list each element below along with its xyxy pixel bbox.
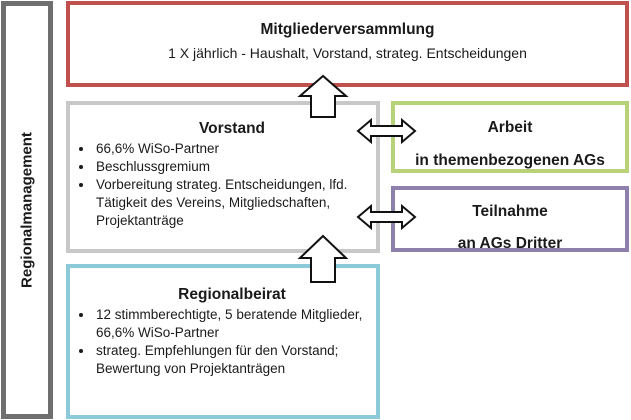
regionalmanagement-box: Regionalmanagement <box>1 1 53 419</box>
teilnahme-ags-box: Teilnahme an AGs Dritter <box>391 186 629 252</box>
vorstand-title: Vorstand <box>198 120 266 137</box>
up-arrow-beirat-to-vorstand <box>297 234 349 283</box>
vorstand-bullet-list: 66,6% WiSo-Partner Beschlussgremium Vorb… <box>70 140 376 230</box>
double-arrow-vorstand-arbeit <box>356 117 417 145</box>
vorstand-bullet: Vorbereitung strateg. Entscheidungen, lf… <box>78 176 370 230</box>
arbeit-ags-line2: in themenbezogenen AGs <box>415 152 605 169</box>
regionalbeirat-box: Regionalbeirat 12 stimmberechtigte, 5 be… <box>66 264 380 419</box>
teilnahme-ags-line2: an AGs Dritter <box>457 235 563 252</box>
arbeit-ags-line1: Arbeit <box>487 119 533 136</box>
mitgliederversammlung-subtitle: 1 X jährlich - Haushalt, Vorstand, strat… <box>168 45 527 61</box>
up-arrow-vorstand-to-mv <box>297 74 349 118</box>
mitgliederversammlung-box: Mitgliederversammlung 1 X jährlich - Hau… <box>66 1 629 87</box>
vorstand-box: Vorstand 66,6% WiSo-Partner Beschlussgre… <box>66 101 380 253</box>
regionalbeirat-bullet-list: 12 stimmberechtigte, 5 beratende Mitglie… <box>70 306 376 378</box>
vorstand-bullet: Beschlussgremium <box>78 158 370 176</box>
teilnahme-ags-line1: Teilnahme <box>472 203 548 220</box>
mitgliederversammlung-title: Mitgliederversammlung <box>260 21 435 38</box>
regionalbeirat-bullet: 12 stimmberechtigte, 5 beratende Mitglie… <box>78 306 370 342</box>
regionalbeirat-bullet: strateg. Empfehlungen für den Vorstand; … <box>78 342 370 378</box>
regionalbeirat-title: Regionalbeirat <box>178 286 286 303</box>
vorstand-bullet: 66,6% WiSo-Partner <box>78 140 370 158</box>
double-arrow-vorstand-teilnahme <box>356 203 417 231</box>
